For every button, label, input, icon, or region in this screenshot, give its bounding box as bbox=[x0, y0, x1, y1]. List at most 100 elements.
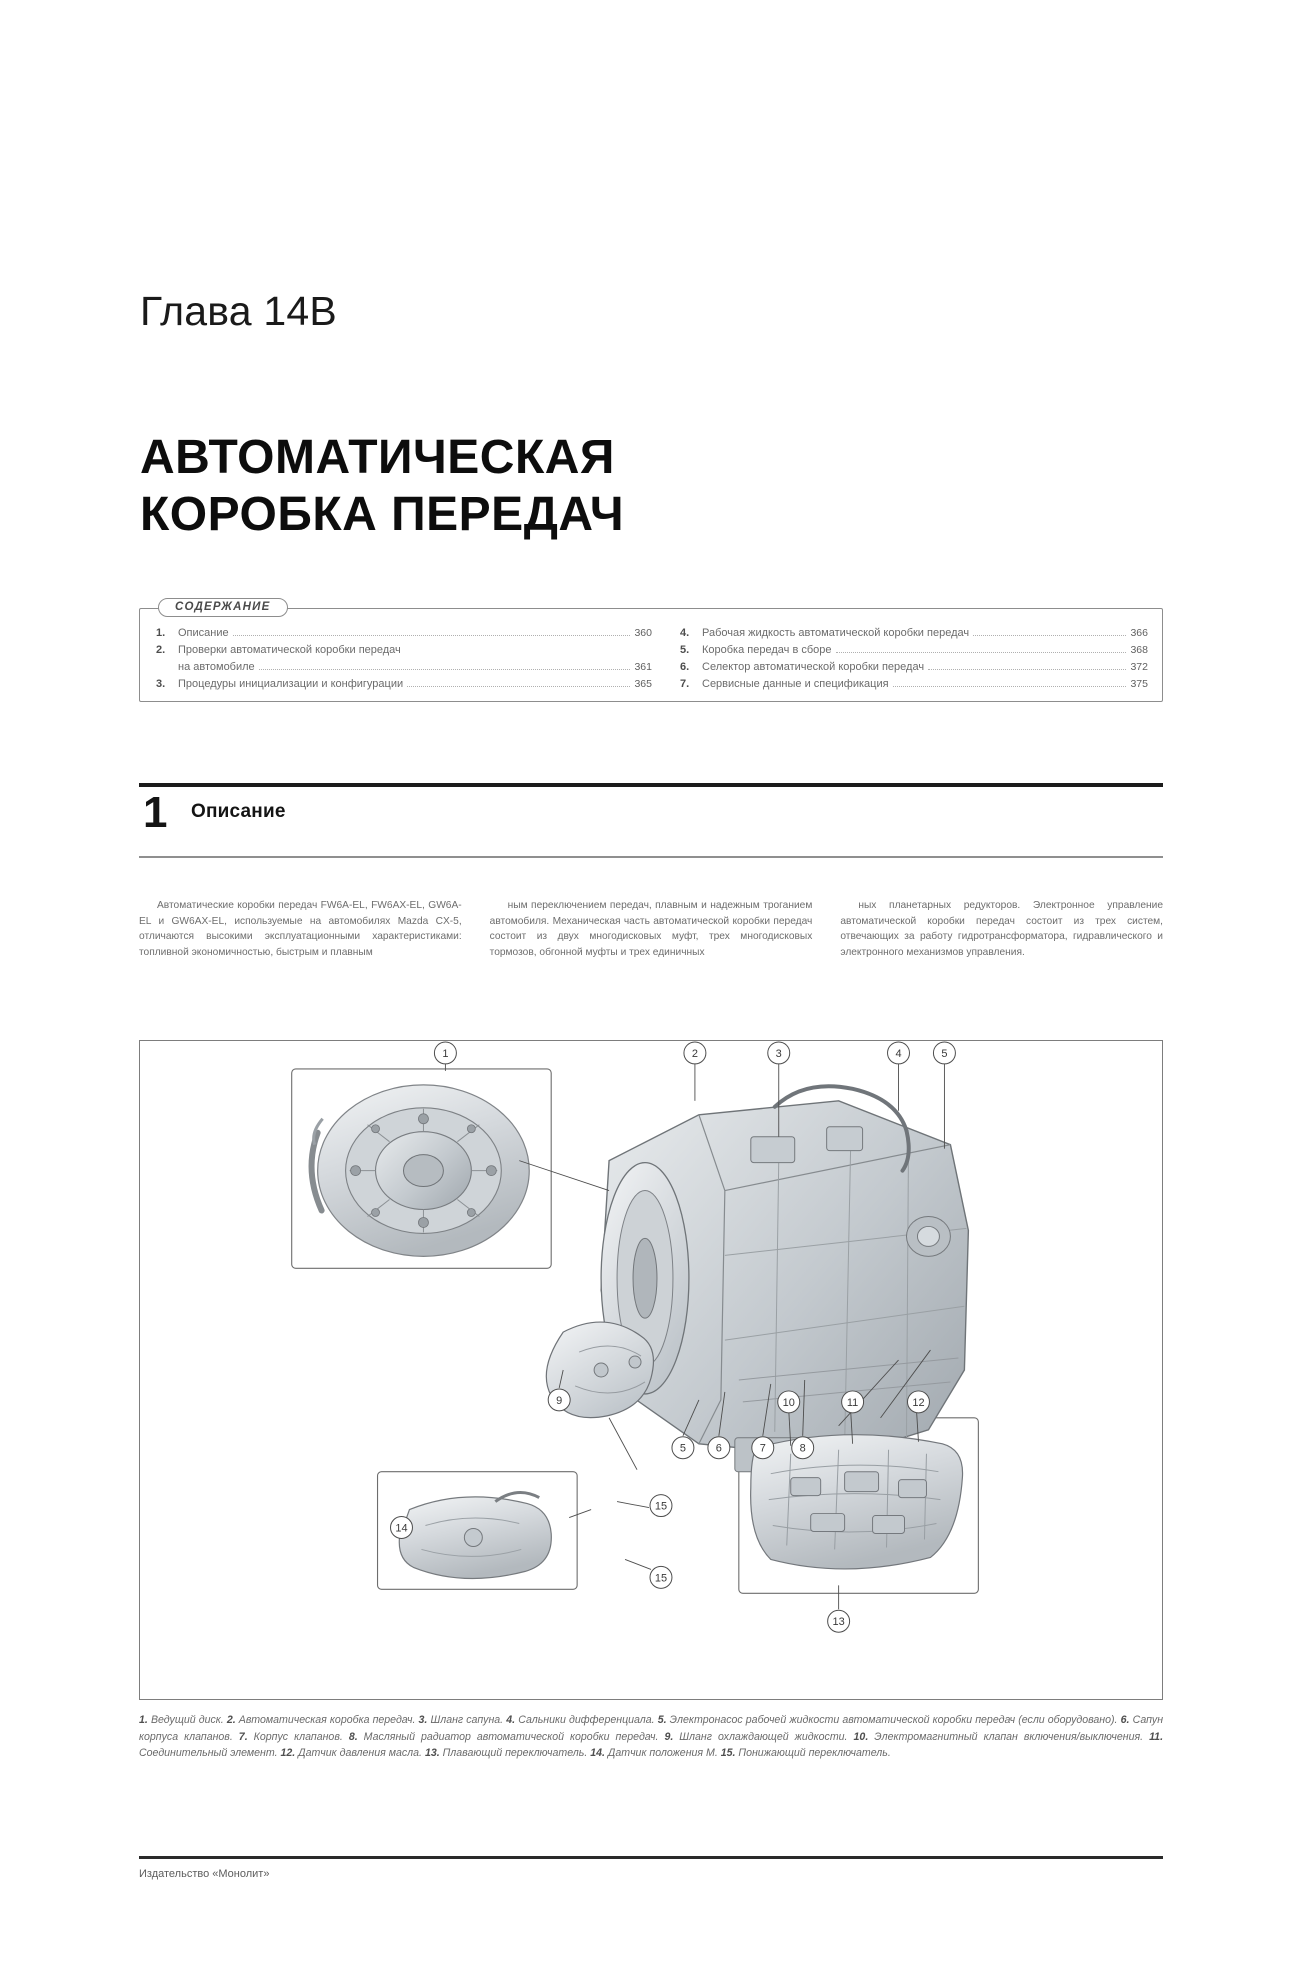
valve-body-illustration bbox=[750, 1434, 964, 1570]
toc-leader-dots bbox=[973, 635, 1127, 636]
toc-entry-number: 2. bbox=[156, 644, 166, 657]
toc-leader-dots bbox=[835, 652, 1127, 654]
callout-4: 4 bbox=[887, 1041, 910, 1065]
svg-text:9: 9 bbox=[556, 1395, 562, 1407]
svg-text:6: 6 bbox=[716, 1443, 722, 1455]
toc-entry[interactable]: 7. Сервисные данные и спецификация 375 bbox=[680, 676, 1148, 693]
callout-15b: 15 bbox=[649, 1565, 673, 1589]
caption-item-label: Сальники дифференциала. bbox=[518, 1714, 658, 1726]
caption-item-label: Автоматическая коробка передач. bbox=[238, 1714, 419, 1726]
body-paragraph: ных планетарных редукторов. Электронное … bbox=[840, 900, 1164, 958]
toc-entry-label: Рабочая жидкость автоматической коробки … bbox=[702, 627, 970, 639]
toc-column-right: 4. Рабочая жидкость автоматической короб… bbox=[652, 625, 1148, 693]
callout-1: 1 bbox=[433, 1041, 457, 1065]
toc-leader-dots bbox=[928, 669, 1127, 671]
body-column-2: ным переключением передач, плавным и над… bbox=[490, 898, 813, 960]
caption-item-label: Масляный радиатор автоматической коробки… bbox=[363, 1730, 665, 1743]
caption-item-number: 14. bbox=[590, 1747, 608, 1760]
caption-item-number: 6. bbox=[1120, 1714, 1133, 1726]
toc-entry[interactable]: 3. Процедуры инициализации и конфигураци… bbox=[156, 676, 652, 693]
toc-entry-page: 366 bbox=[1130, 627, 1148, 639]
diagram-canvas: 1 2 3 4 5 5 6 7 8 9 10 11 12 13 14 15 15 bbox=[291, 1041, 979, 1633]
body-column-3: ных планетарных редукторов. Электронное … bbox=[840, 898, 1163, 960]
toc-entry[interactable]: 1. Описание 360 bbox=[156, 625, 652, 642]
callout-12: 12 bbox=[906, 1390, 930, 1414]
callout-14: 14 bbox=[390, 1516, 413, 1539]
svg-text:4: 4 bbox=[895, 1048, 901, 1060]
caption-item-number: 13. bbox=[424, 1747, 443, 1760]
callout-11: 11 bbox=[841, 1390, 865, 1414]
body-paragraph: ным переключением передач, плавным и над… bbox=[489, 900, 813, 958]
toc-entry[interactable]: 4. Рабочая жидкость автоматической короб… bbox=[680, 625, 1148, 642]
caption-item-number: 1. bbox=[139, 1714, 151, 1726]
caption-item-number: 2. bbox=[226, 1714, 239, 1726]
svg-text:10: 10 bbox=[783, 1397, 795, 1409]
toc-leader-dots bbox=[232, 635, 631, 636]
footer-publisher: Издательство «Монолит» bbox=[139, 1868, 270, 1880]
caption-item-number: 3. bbox=[418, 1714, 431, 1726]
callout-3: 3 bbox=[767, 1041, 791, 1065]
callout-6: 6 bbox=[707, 1436, 731, 1460]
toc-entry-page: 365 bbox=[634, 678, 652, 691]
transmission-exploded-diagram: 1 2 3 4 5 5 6 7 8 9 10 11 12 13 14 15 15 bbox=[139, 1040, 1163, 1700]
toc-entry-page: 368 bbox=[1130, 644, 1148, 657]
toc-entry-continuation[interactable]: . на автомобиле 361 bbox=[156, 659, 652, 676]
callout-5b: 5 bbox=[671, 1436, 695, 1460]
toc-entry-page: 361 bbox=[634, 661, 652, 674]
caption-item-label: Понижающий переключатель. bbox=[738, 1747, 891, 1760]
caption-item-number: 8. bbox=[348, 1730, 364, 1743]
svg-text:13: 13 bbox=[833, 1616, 845, 1628]
body-text: Автоматические коробки передач FW6A-EL, … bbox=[139, 898, 1163, 960]
svg-text:1: 1 bbox=[442, 1048, 448, 1060]
toc-entry-page: 375 bbox=[1130, 678, 1148, 691]
toc-entry-label: Процедуры инициализации и конфигурации bbox=[178, 678, 404, 691]
toc-entry-label: Описание bbox=[178, 627, 229, 639]
toc-entry-page: 372 bbox=[1130, 661, 1148, 674]
svg-text:2: 2 bbox=[692, 1048, 698, 1060]
toc-entry-number: 1. bbox=[156, 627, 166, 639]
toc-entry-number: 3. bbox=[156, 678, 166, 691]
svg-text:12: 12 bbox=[912, 1397, 924, 1409]
toc-entry-label: Проверки автоматической коробки передач bbox=[178, 644, 401, 657]
callout-5a: 5 bbox=[932, 1041, 956, 1065]
section-header: 1 Описание bbox=[139, 788, 1163, 851]
caption-item-label: Датчик положения M. bbox=[607, 1747, 721, 1760]
svg-text:3: 3 bbox=[776, 1048, 782, 1060]
caption-item-number: 7. bbox=[238, 1730, 254, 1743]
toc-entry[interactable]: 2. Проверки автоматической коробки перед… bbox=[156, 642, 652, 659]
svg-text:5: 5 bbox=[680, 1443, 686, 1455]
caption-item-number: 15. bbox=[720, 1747, 739, 1760]
caption-item-label: Электромагнитный клапан включения/выключ… bbox=[874, 1730, 1150, 1743]
section-title: Описание bbox=[191, 801, 286, 822]
callout-2: 2 bbox=[683, 1041, 707, 1065]
toc-entry-number: 6. bbox=[680, 661, 690, 674]
toc-column-left: 1. Описание 360 2. Проверки автоматическ… bbox=[156, 625, 652, 693]
toc-entry-number: 7. bbox=[680, 678, 690, 691]
toc-entry[interactable]: 5. Коробка передач в сборе 368 bbox=[680, 642, 1148, 659]
caption-item-number: 5. bbox=[657, 1714, 670, 1726]
section-rule-bottom bbox=[139, 856, 1163, 858]
toc-badge: СОДЕРЖАНИЕ bbox=[158, 598, 288, 617]
toc-leader-dots bbox=[407, 686, 631, 688]
mount-bracket-illustration bbox=[545, 1321, 654, 1419]
toc-entry-label: Коробка передач в сборе bbox=[702, 644, 832, 657]
caption-item-number: 4. bbox=[506, 1714, 519, 1726]
caption-item-label: Шланг охлаждающей жидкости. bbox=[679, 1730, 854, 1743]
caption-item-label: Соединительный элемент. bbox=[139, 1747, 281, 1760]
svg-text:15: 15 bbox=[655, 1572, 667, 1584]
callout-7: 7 bbox=[751, 1436, 775, 1460]
section-rule-top bbox=[139, 783, 1163, 787]
section-number: 1 bbox=[143, 788, 168, 837]
svg-text:8: 8 bbox=[800, 1443, 806, 1455]
svg-text:14: 14 bbox=[395, 1523, 407, 1535]
figure-caption: 1. Ведущий диск. 2. Автоматическая короб… bbox=[139, 1712, 1163, 1762]
svg-text:5: 5 bbox=[941, 1048, 947, 1060]
caption-item-number: 10. bbox=[853, 1730, 875, 1743]
caption-item-label: Шланг сапуна. bbox=[430, 1714, 507, 1726]
toc-leader-dots bbox=[258, 669, 631, 671]
toc-entry-page: 360 bbox=[634, 627, 652, 639]
chapter-label: Глава 14B bbox=[140, 288, 337, 334]
svg-text:11: 11 bbox=[847, 1397, 858, 1409]
toc-entry[interactable]: 6. Селектор автоматической коробки перед… bbox=[680, 659, 1148, 676]
